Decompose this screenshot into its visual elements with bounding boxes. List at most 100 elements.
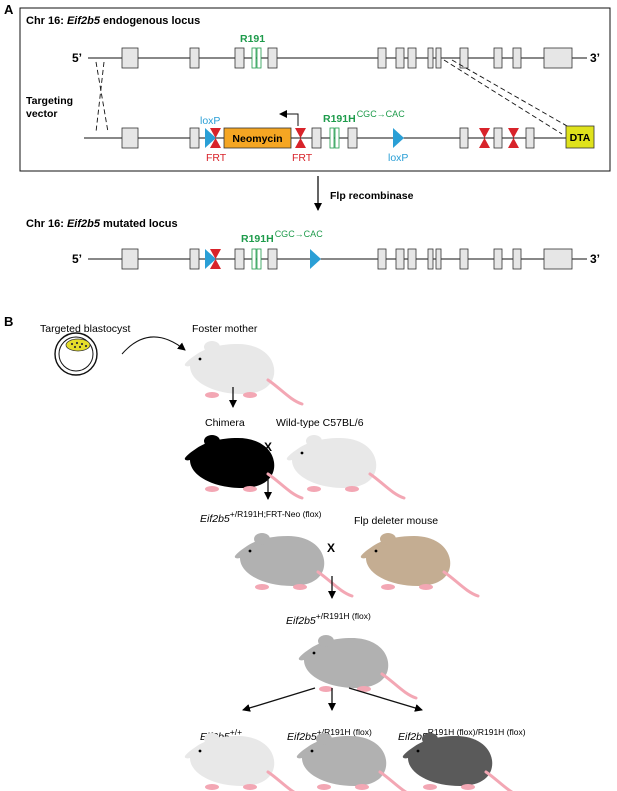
cross-symbol: X	[327, 541, 335, 555]
exon	[267, 248, 278, 270]
exon	[311, 127, 322, 149]
chimera-label: Chimera	[205, 417, 245, 429]
wild-type-label: Wild-type C57BL/6	[276, 417, 364, 429]
neomycin-label: Neomycin	[232, 133, 282, 145]
neomycin-cassette	[223, 127, 292, 149]
flp-recombinase-label: Flp recombinase	[330, 190, 414, 202]
exon	[407, 248, 417, 270]
exon	[493, 248, 503, 270]
exon	[543, 47, 573, 69]
het-genotype-label: Eif2b5+/R191H (flox)	[287, 727, 372, 743]
arrow-to-hom	[348, 687, 423, 712]
r191-exon	[251, 47, 257, 69]
frt-label-left: FRT	[206, 152, 227, 164]
f2-genotype-label: Eif2b5+/R191H (flox)	[286, 611, 371, 627]
frt-triangle	[295, 138, 306, 148]
exon	[234, 47, 245, 69]
exon	[347, 127, 358, 149]
loxp-triangle	[205, 249, 216, 269]
exon	[377, 47, 387, 69]
foster-mother-mouse	[183, 339, 304, 406]
wild-type-mouse	[285, 433, 406, 500]
foster-mother-label: Foster mother	[192, 323, 258, 335]
frt-triangle	[210, 138, 221, 148]
frt-triangle	[210, 259, 221, 269]
r191h-label: R191HCGC→CAC	[323, 109, 405, 125]
exon	[121, 127, 139, 149]
targeting-vector: Neomycin DTA loxP FRT FRT loxP R191HCGC→…	[84, 109, 595, 164]
frt-triangle	[508, 128, 519, 138]
r191h-exon	[329, 127, 335, 149]
f2-mouse	[297, 633, 418, 700]
exon	[435, 47, 442, 69]
r191h-exon	[334, 127, 340, 149]
loxp-triangle	[205, 128, 216, 148]
r191-exon	[256, 47, 262, 69]
frt-label-right: FRT	[292, 152, 313, 164]
exon	[543, 248, 573, 270]
flp-deleter-label: Flp deleter mouse	[354, 515, 438, 527]
exon	[234, 248, 245, 270]
hom-genotype-label: Eif2b5R191H (flox)/R191H (flox)	[398, 727, 526, 743]
exon	[493, 47, 503, 69]
targeted-blastocyst-label: Targeted blastocyst	[40, 323, 131, 335]
panel-a-letter: A	[4, 2, 14, 17]
inner-cell-mass	[65, 338, 91, 352]
panel-b-letter: B	[4, 314, 13, 329]
homology-lines	[95, 59, 575, 135]
r191-label: R191	[240, 33, 265, 45]
frt-triangle	[210, 128, 221, 138]
frt-triangle	[479, 128, 490, 138]
frt-triangle	[210, 249, 221, 259]
r191h-mutated-label: R191HCGC→CAC	[241, 229, 323, 245]
exon	[459, 47, 469, 69]
exon	[493, 127, 503, 149]
chimera-mouse	[183, 433, 304, 500]
exon	[189, 127, 200, 149]
loxp-label-left: loxP	[200, 115, 220, 127]
frt-triangle	[295, 128, 306, 138]
exon	[435, 248, 442, 270]
exon	[377, 248, 387, 270]
f1-genotype-label: Eif2b5+/R191H;FRT-Neo (flox)	[200, 509, 322, 525]
exon	[395, 248, 405, 270]
panel-a-frame	[19, 7, 611, 172]
exon	[512, 248, 522, 270]
flp-deleter-mouse	[359, 531, 480, 598]
cross-symbol: X	[264, 440, 272, 454]
three-prime-label: 3’	[590, 51, 600, 65]
exon	[395, 47, 405, 69]
five-prime-label: 5’	[72, 252, 82, 266]
transfer-arrow	[121, 336, 186, 355]
frt-triangle	[508, 138, 519, 148]
exon	[189, 248, 200, 270]
mutated-locus-title: Chr 16: Eif2b5 mutated locus	[26, 218, 178, 230]
promoter-arrow	[279, 110, 299, 126]
loxp-triangle	[310, 249, 321, 269]
mutated-locus: 5’ 3’ R191HCGC→CAC	[72, 229, 600, 270]
exon	[512, 47, 522, 69]
dta-cassette	[565, 125, 595, 149]
loxp-label-right: loxP	[388, 152, 408, 164]
r191h-exon	[251, 248, 257, 270]
exon	[407, 47, 417, 69]
blastocyst	[54, 332, 98, 376]
exon	[121, 47, 139, 69]
arrow-to-wt	[242, 687, 316, 712]
endogenous-locus-title: Chr 16: Eif2b5 endogenous locus	[26, 15, 200, 27]
exon	[427, 248, 434, 270]
frt-triangle	[479, 138, 490, 148]
exon	[267, 47, 278, 69]
dta-label: DTA	[570, 132, 591, 144]
loxp-triangle	[393, 128, 404, 148]
five-prime-label: 5’	[72, 51, 82, 65]
three-prime-label: 3’	[590, 252, 600, 266]
exon	[525, 127, 535, 149]
exon	[121, 248, 139, 270]
r191h-exon	[256, 248, 262, 270]
exon	[459, 127, 469, 149]
endogenous-locus: 5’ 3’ R191	[72, 33, 600, 69]
exon	[189, 47, 200, 69]
